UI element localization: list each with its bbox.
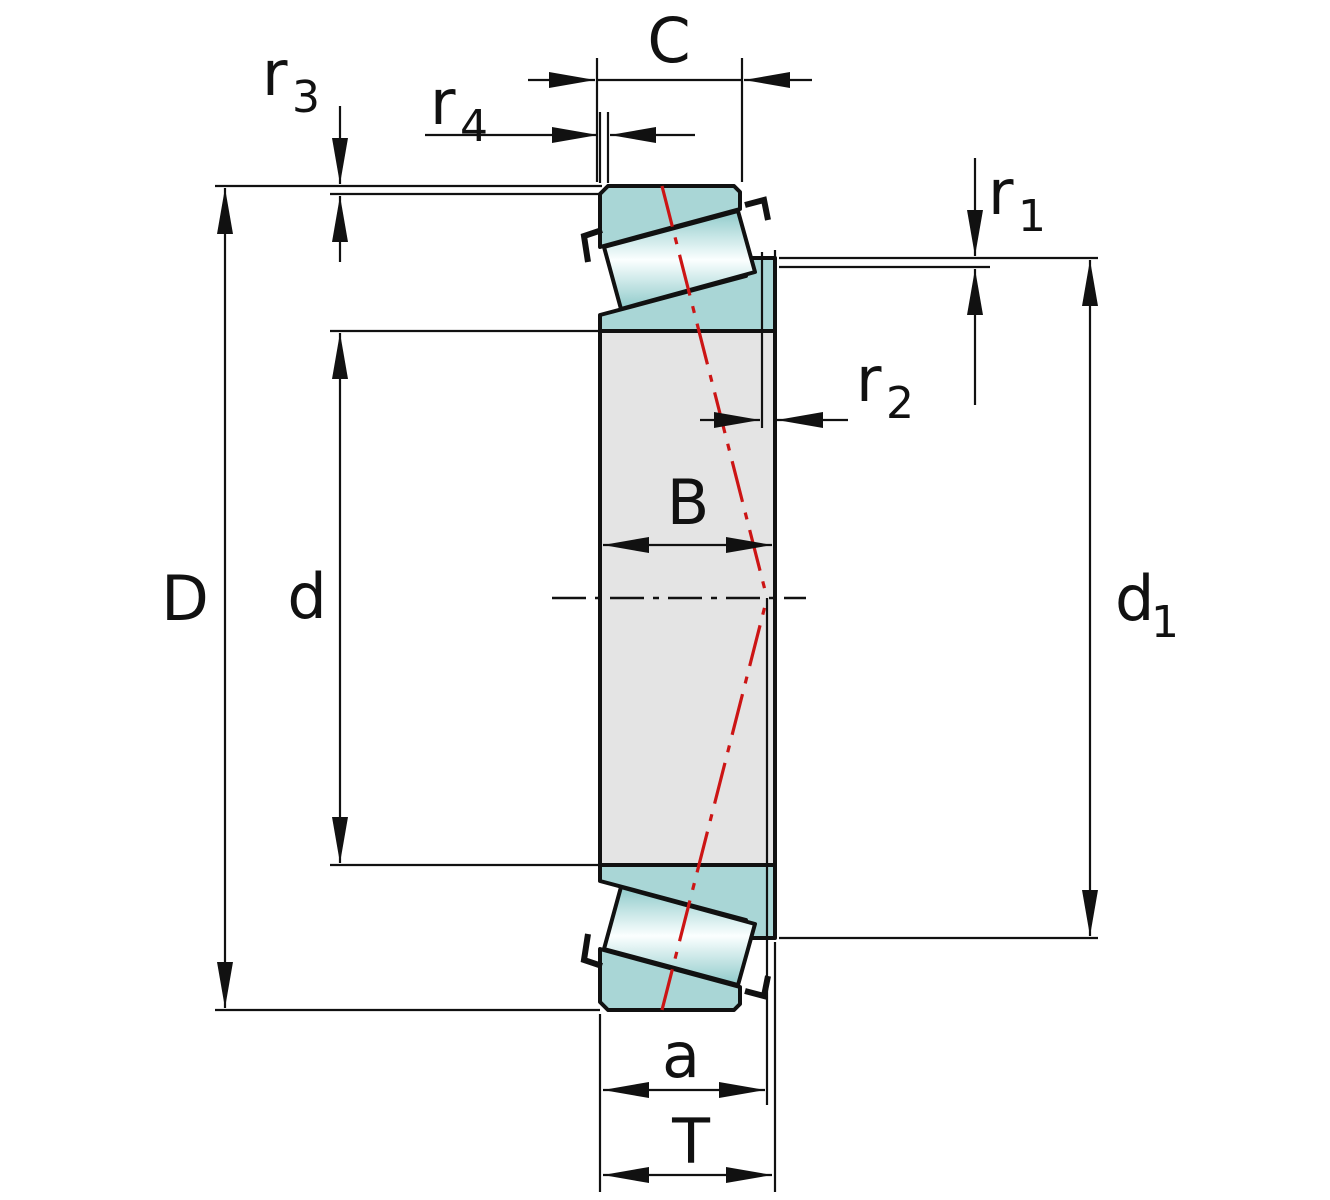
dimension-C: C [528,4,812,88]
label-d: d [287,560,326,633]
dimension-r3: r 3 [262,37,348,262]
label-B: B [667,466,710,539]
dimension-r1: r 1 [967,156,1046,405]
label-r2-sub: 2 [886,378,914,429]
dimension-d: d [287,333,348,863]
label-D: D [161,562,209,635]
label-d1-base: d [1115,562,1154,635]
label-d1-sub: 1 [1151,597,1179,648]
dimension-d1: d 1 [1082,260,1179,936]
dimension-D: D [161,188,233,1008]
dimension-r4: r 4 [425,66,695,152]
cage-lip-icon [580,933,603,969]
dimension-r2: r 2 [700,343,914,429]
dimension-B: B [603,466,772,553]
label-r1-sub: 1 [1018,191,1046,242]
label-r4-base: r [430,66,456,139]
cage-lip-icon [744,975,771,1000]
label-r4-sub: 4 [460,101,488,152]
cage-lip-icon [744,196,771,221]
label-T: T [671,1105,711,1178]
extension-lines [215,58,1098,1192]
label-r3-base: r [262,37,288,110]
label-a: a [662,1019,700,1092]
label-r3-sub: 3 [292,72,320,123]
label-r2-base: r [856,343,882,416]
label-C: C [647,4,690,77]
cage-lip-icon [580,227,603,263]
dimension-T: T [603,1105,772,1183]
dimension-a: a [603,1019,765,1098]
label-r1-base: r [988,156,1014,229]
